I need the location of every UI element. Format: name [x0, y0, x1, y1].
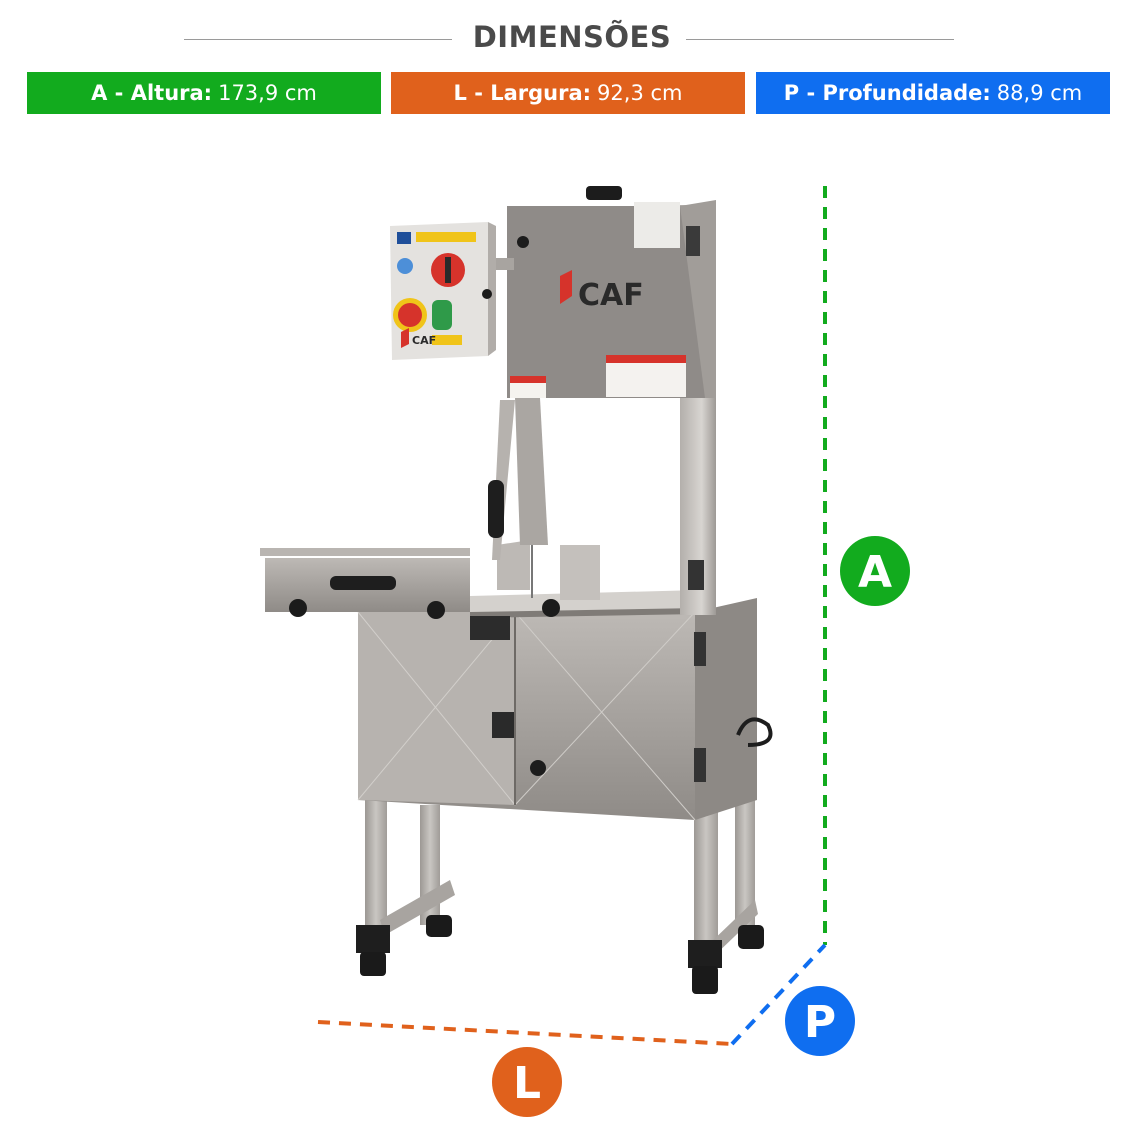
- height-value: 173,9 cm: [218, 81, 317, 105]
- width-badge: L - Largura: 92,3 cm: [391, 72, 745, 114]
- width-value: 92,3 cm: [597, 81, 683, 105]
- title-right-rule: [686, 39, 954, 40]
- section-header: DIMENSÕES: [0, 20, 1144, 60]
- depth-guide-line: [730, 943, 827, 1046]
- title-left-rule: [184, 39, 452, 40]
- depth-marker-label: P: [804, 997, 836, 1048]
- depth-marker: P: [785, 986, 855, 1056]
- width-marker-label: L: [513, 1058, 541, 1109]
- panel-brand-logo: CAF: [412, 334, 436, 347]
- height-key: A - Altura:: [91, 81, 213, 105]
- control-panel: CAF: [390, 222, 514, 360]
- depth-key: P - Profundidade:: [783, 81, 991, 105]
- upper-housing: CAF: [507, 186, 716, 398]
- page-title: DIMENSÕES: [472, 20, 672, 54]
- height-marker-label: A: [858, 547, 892, 598]
- machine-legs: [356, 790, 764, 994]
- depth-value: 88,9 cm: [996, 81, 1083, 105]
- machine-cabinet: [357, 598, 773, 821]
- cutting-table: [260, 540, 700, 640]
- width-guide-line: [317, 1020, 733, 1046]
- height-marker: A: [840, 536, 910, 606]
- height-badge: A - Altura: 173,9 cm: [27, 72, 381, 114]
- blade-guide: [488, 398, 548, 598]
- housing-brand-logo: CAF: [578, 278, 644, 313]
- depth-badge: P - Profundidade: 88,9 cm: [756, 72, 1110, 114]
- width-key: L - Largura:: [453, 81, 592, 105]
- width-marker: L: [492, 1047, 562, 1117]
